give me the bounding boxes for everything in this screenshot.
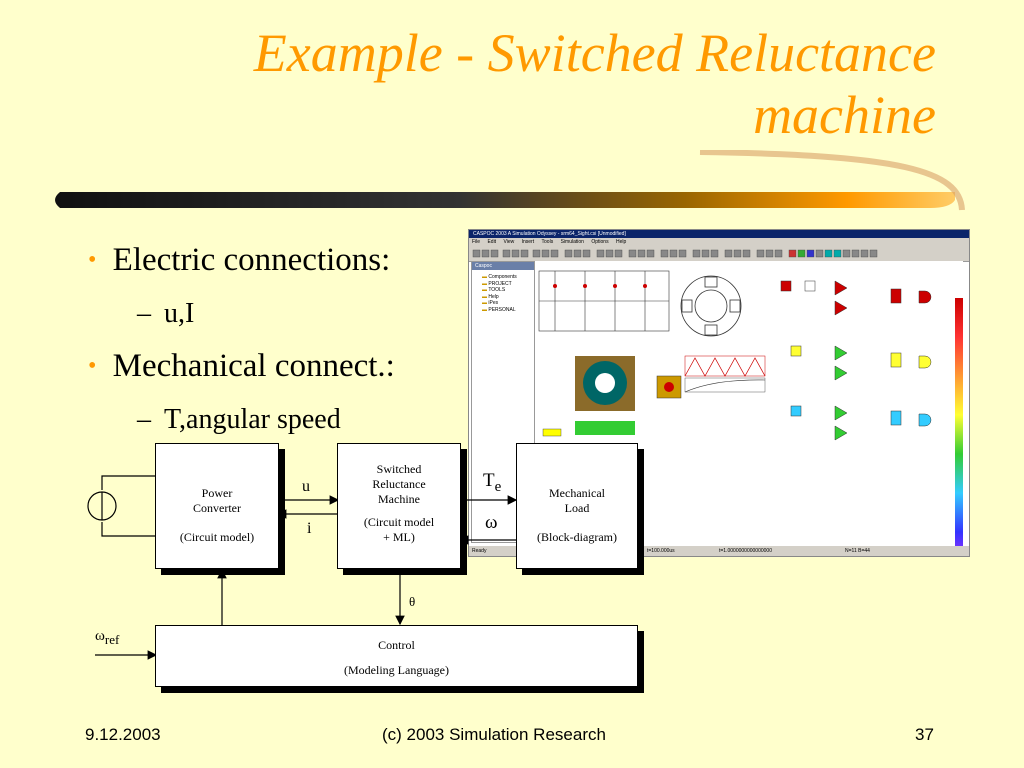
signal-te-sub: e: [494, 479, 502, 495]
bullet-1: • Electric connections:: [88, 242, 390, 279]
power-converter-block: Power Converter (Circuit model): [155, 443, 279, 569]
block-label: (Modeling Language): [344, 663, 449, 677]
mechanical-load-block: Mechanical Load (Block-diagram): [516, 443, 638, 569]
signal-wref-sub: ref: [104, 632, 120, 647]
bullet-marker: •: [88, 247, 97, 273]
tree-item[interactable]: ▬ iPes: [482, 300, 499, 306]
color-scale-bar: [955, 298, 963, 556]
signal-omega-ref: ωref: [95, 628, 120, 647]
tree-item-label: PERSONAL: [488, 306, 516, 313]
bullet-marker: •: [88, 353, 97, 379]
menu-help: Help: [615, 239, 627, 245]
signal-te: Te: [483, 470, 502, 495]
schematic-drawing: [538, 270, 932, 441]
menu-tools: Tools: [541, 239, 554, 245]
block-label: Load: [564, 501, 590, 515]
status-bar: Ready t=100.000us t=1.0000000000000000 N…: [469, 546, 969, 556]
block-label: Converter: [193, 501, 241, 515]
toolbar-icons: [472, 249, 878, 258]
block-label: Power: [201, 486, 233, 500]
menu-file: File: [472, 239, 481, 245]
status-time: t=1.0000000000000000: [719, 548, 772, 554]
tree-item[interactable]: ▬ PROJECT: [482, 280, 512, 287]
block-label: (Circuit model: [363, 515, 435, 529]
control-block: Control (Modeling Language): [155, 625, 638, 687]
block-label: (Circuit model): [179, 530, 255, 544]
block-label: Machine: [378, 492, 420, 506]
window-titlebar: CASPOC 2003 A Simulation Odyssey - srm64…: [469, 230, 969, 238]
menu-options: Options: [591, 239, 609, 245]
block-label: Reluctance: [372, 477, 426, 491]
tree-item-label: TOOLS: [488, 287, 506, 293]
signal-u: u: [302, 478, 310, 495]
tree-item-label: Components: [488, 274, 517, 280]
footer-copyright: (c) 2003 Simulation Research: [382, 725, 606, 744]
signal-omega: ω: [485, 512, 498, 533]
block-label: Control: [378, 638, 415, 652]
tree-item[interactable]: ▬ Help: [482, 293, 499, 300]
bullet-2: • Mechanical connect.:: [88, 348, 395, 385]
tree-item-label: Help: [488, 293, 499, 300]
footer-date: 9.12.2003: [85, 725, 161, 744]
caspoc-screenshot: CASPOC 2003 A Simulation Odyssey - srm64…: [468, 229, 970, 557]
menu-insert: Insert: [521, 239, 535, 245]
bullet-text: Mechanical connect.:: [112, 348, 395, 384]
sub-bullet-marker: –: [137, 404, 151, 435]
sub-bullet-2: – T,angular speed: [137, 404, 341, 436]
signal-wref-main: ω: [95, 628, 105, 644]
signal-te-main: T: [483, 470, 495, 491]
sub-bullet-1: – u,I: [137, 298, 194, 330]
status-ready: Ready: [472, 548, 487, 554]
tree-item[interactable]: ▬ Components: [482, 274, 517, 280]
title-underline-swoosh: [55, 150, 965, 211]
schematic-canvas[interactable]: [535, 261, 963, 556]
srm-block: Switched Reluctance Machine (Circuit mod…: [337, 443, 461, 569]
panel-title: Caspoc: [472, 262, 534, 270]
menu-bar: File Edit View Insert Tools Simulation O…: [469, 238, 969, 247]
status-step: t=100.000us: [647, 548, 675, 554]
tree-item-label: iPes: [488, 300, 499, 306]
sub-bullet-text: T,angular speed: [164, 404, 341, 435]
block-label: (Block-diagram): [537, 530, 617, 544]
status-counts: N=11 B=44: [845, 548, 870, 554]
block-label: + ML): [383, 530, 415, 544]
menu-edit: Edit: [487, 239, 497, 245]
signal-theta: θ: [409, 594, 416, 609]
footer-page-number: 37: [915, 725, 934, 744]
block-label: Mechanical: [549, 486, 605, 500]
tree-item[interactable]: ▬ TOOLS: [482, 287, 506, 293]
project-tree: ▬ Components ▬ PROJECT ▬ TOOLS ▬ Help ▬ …: [472, 274, 534, 313]
signal-i: i: [307, 520, 312, 537]
tree-item[interactable]: ▬ PERSONAL: [482, 306, 516, 313]
sub-bullet-marker: –: [137, 298, 151, 329]
menu-view: View: [503, 239, 515, 245]
block-label: Switched: [376, 462, 422, 476]
bullet-text: Electric connections:: [112, 242, 391, 278]
slide-title: Example - Switched Reluctance machine: [253, 23, 936, 145]
tree-item-label: PROJECT: [488, 280, 512, 287]
sub-bullet-text: u,I: [164, 298, 195, 329]
window-title: CASPOC 2003 A Simulation Odyssey - srm64…: [473, 231, 626, 237]
menu-simulation: Simulation: [560, 239, 584, 245]
